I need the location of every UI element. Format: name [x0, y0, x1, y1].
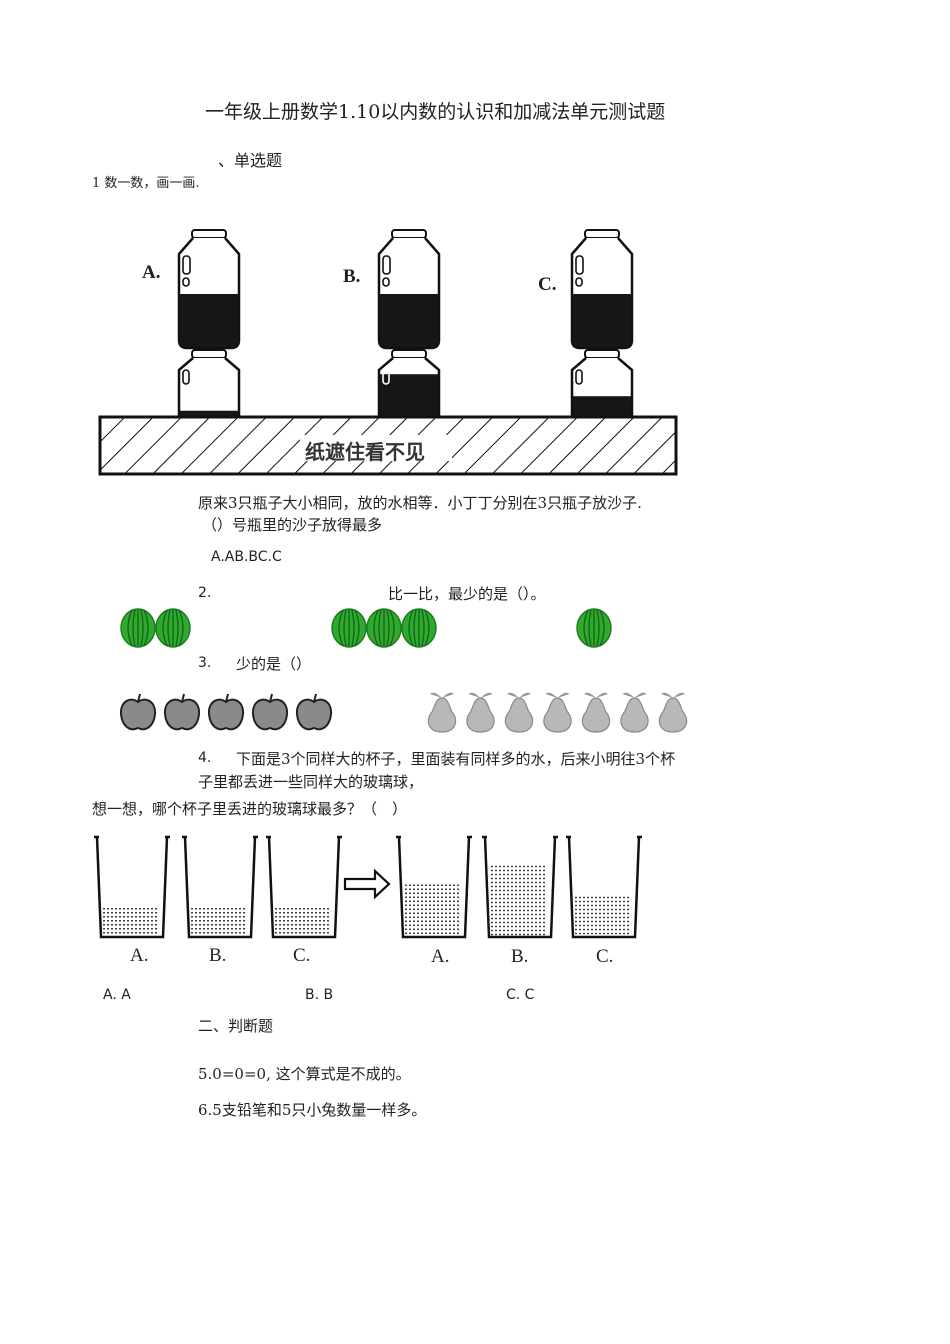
cup: [566, 835, 642, 939]
cup-label-after-b: B.: [511, 946, 529, 967]
arrow-icon: [343, 868, 391, 900]
question-6: 6.5支铅笔和5只小兔数量一样多。: [198, 1101, 427, 1119]
water-dots: [103, 907, 157, 934]
watermelon-icon: [576, 608, 612, 648]
q1-cover-text: 纸遮住看不见: [305, 440, 425, 464]
question-4-text: 下面是3个同样大的杯子，里面装有同样多的水，后来小明往3个杯: [236, 750, 676, 768]
pear-icon: [658, 692, 688, 733]
pear-icon: [581, 692, 611, 733]
pear-icon: [466, 692, 495, 733]
watermelon-icon: [366, 608, 402, 648]
cup-label-after-a: A.: [431, 946, 450, 967]
cup-label-before-a: A.: [130, 945, 149, 966]
cup: [94, 835, 170, 939]
watermelon-groups: [120, 608, 612, 648]
apple-icon: [251, 693, 289, 731]
cup: [182, 835, 258, 939]
q1-label-b: B.: [343, 266, 361, 287]
q4-choice-b: B. B: [305, 987, 334, 1003]
apple-icon: [163, 693, 201, 731]
page-title: 一年级上册数学1.10以内数的认识和加减法单元测试题: [205, 101, 666, 123]
jar-pair-c: [570, 229, 634, 418]
water-dots: [191, 907, 245, 934]
apple-icon: [119, 693, 157, 731]
cup-label-before-b: B.: [209, 945, 227, 966]
section-heading-single-choice: 、单选题: [218, 151, 283, 170]
question-3-text: 少的是（）: [236, 655, 312, 673]
q4-choice-c: C. C: [506, 987, 535, 1003]
pear-icon: [504, 692, 534, 733]
q4-choice-a: A. A: [103, 987, 131, 1003]
question-2-number: 2.: [198, 585, 212, 601]
question-3-number: 3.: [198, 655, 212, 671]
q4-cups-figure: [94, 835, 642, 939]
question-1-text: 原来3只瓶子大小相同，放的水相等．小丁丁分别在3只瓶子放沙子.: [198, 494, 642, 512]
cup: [396, 835, 472, 939]
apple-icon: [207, 693, 245, 731]
question-4-text-3: 想一想，哪个杯子里丢进的玻璃球最多？（ ）: [92, 800, 408, 818]
question-4-text-2: 子里都丢进一些同样大的玻璃球，: [198, 773, 424, 791]
question-1-choices: A.AB.BC.C: [211, 549, 282, 565]
jar-pair-a: [177, 229, 241, 418]
jar-pair-b: [377, 229, 441, 418]
q1-label-c: C.: [538, 274, 557, 295]
watermelon-icon: [331, 608, 367, 648]
watermelon-icon: [120, 608, 156, 648]
cup-label-before-c: C.: [293, 945, 311, 966]
water-dots: [275, 907, 329, 934]
question-1-prompt: 1 数一数，画一画.: [92, 176, 200, 191]
question-4-number: 4.: [198, 750, 212, 766]
fruit-rows: [119, 692, 688, 733]
apple-icon: [295, 693, 333, 731]
pear-icon: [427, 692, 457, 733]
water-dots: [491, 865, 545, 936]
question-5: 5.0=0=0, 这个算式是不成的。: [198, 1065, 411, 1083]
water-dots: [405, 884, 459, 935]
pear-icon: [620, 692, 649, 733]
q1-label-a: A.: [142, 262, 161, 283]
cup: [266, 835, 342, 939]
cup-label-after-c: C.: [596, 946, 614, 967]
water-dots: [575, 896, 629, 935]
q1-jars-figure: [98, 229, 678, 476]
question-2-text: 比一比，最少的是（）。: [388, 585, 546, 603]
section-heading-true-false: 二、判断题: [198, 1017, 274, 1035]
cup: [482, 835, 558, 939]
watermelon-icon: [155, 608, 191, 648]
watermelon-icon: [401, 608, 437, 648]
pear-icon: [543, 692, 572, 733]
question-1-text-2: （）号瓶里的沙子放得最多: [202, 516, 383, 534]
